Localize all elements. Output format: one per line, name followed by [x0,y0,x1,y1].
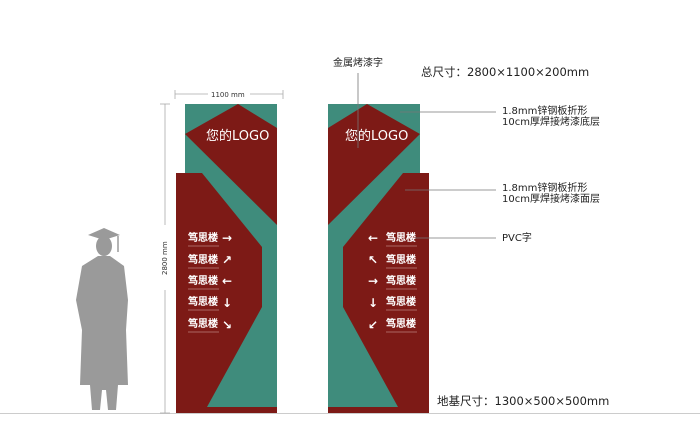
metal-text-annotation: 金属烤漆字 [333,56,383,69]
list-item: ↖ 笃思楼 [368,253,417,269]
arrow-right-icon: → [368,274,378,288]
leader-lines [357,73,496,239]
base-layer-annotation-1: 1.8mm锌钢板折形 [502,104,587,117]
arrow-up-right-icon: ↗ [222,253,232,267]
svg-text:笃思楼: 笃思楼 [187,274,218,287]
list-item: 笃思楼 ↘ [187,317,232,333]
arrow-left-icon: ← [368,231,378,245]
width-label: 1100 mm [211,91,245,99]
foundation-size-annotation: 地基尺寸：1300×500×500mm [437,394,609,408]
list-item: 笃思楼 ↓ [187,295,232,311]
right-sign [328,104,429,413]
svg-text:笃思楼: 笃思楼 [187,231,218,244]
left-sign [176,104,277,413]
list-item: 笃思楼 → [187,231,232,247]
list-item: ↓ 笃思楼 [368,295,417,311]
left-directory: 笃思楼 → 笃思楼 ↗ 笃思楼 ← 笃思楼 ↓ 笃思楼 ↘ [187,231,232,333]
base-layer-annotation-2: 10cm厚焊接烤漆底层 [502,115,600,128]
height-label: 2800 mm [161,241,169,275]
arrow-down-right-icon: ↘ [222,318,232,332]
pvc-annotation: PVC字 [502,231,532,244]
arrow-left-icon: ← [222,274,232,288]
face-layer-annotation-1: 1.8mm锌钢板折形 [502,181,587,194]
list-item: ← 笃思楼 [368,231,417,247]
list-item: ↙ 笃思楼 [368,317,417,333]
svg-text:笃思楼: 笃思楼 [385,295,416,308]
svg-text:笃思楼: 笃思楼 [187,317,218,330]
right-directory: ← 笃思楼 ↖ 笃思楼 → 笃思楼 ↓ 笃思楼 ↙ 笃思楼 [368,231,417,333]
list-item: → 笃思楼 [368,274,417,290]
arrow-right-icon: → [222,231,232,245]
arrow-up-left-icon: ↖ [368,253,378,267]
svg-text:笃思楼: 笃思楼 [187,295,218,308]
height-dimension [160,103,170,414]
arrow-down-left-icon: ↙ [368,318,378,332]
face-layer-annotation-2: 10cm厚焊接烤漆面层 [502,192,600,205]
arrow-down-icon: ↓ [368,296,378,310]
arrow-down-icon: ↓ [222,296,232,310]
svg-text:笃思楼: 笃思楼 [187,253,218,266]
svg-text:笃思楼: 笃思楼 [385,231,416,244]
right-logo: 您的LOGO [345,128,408,144]
width-dimension [174,90,284,99]
list-item: 笃思楼 ↗ [187,253,232,269]
list-item: 笃思楼 ← [187,274,232,290]
svg-text:笃思楼: 笃思楼 [385,253,416,266]
person-silhouette [76,228,128,410]
svg-text:笃思楼: 笃思楼 [385,317,416,330]
overall-size-annotation: 总尺寸：2800×1100×200mm [421,65,589,79]
left-logo: 您的LOGO [206,128,269,144]
svg-text:笃思楼: 笃思楼 [385,274,416,287]
